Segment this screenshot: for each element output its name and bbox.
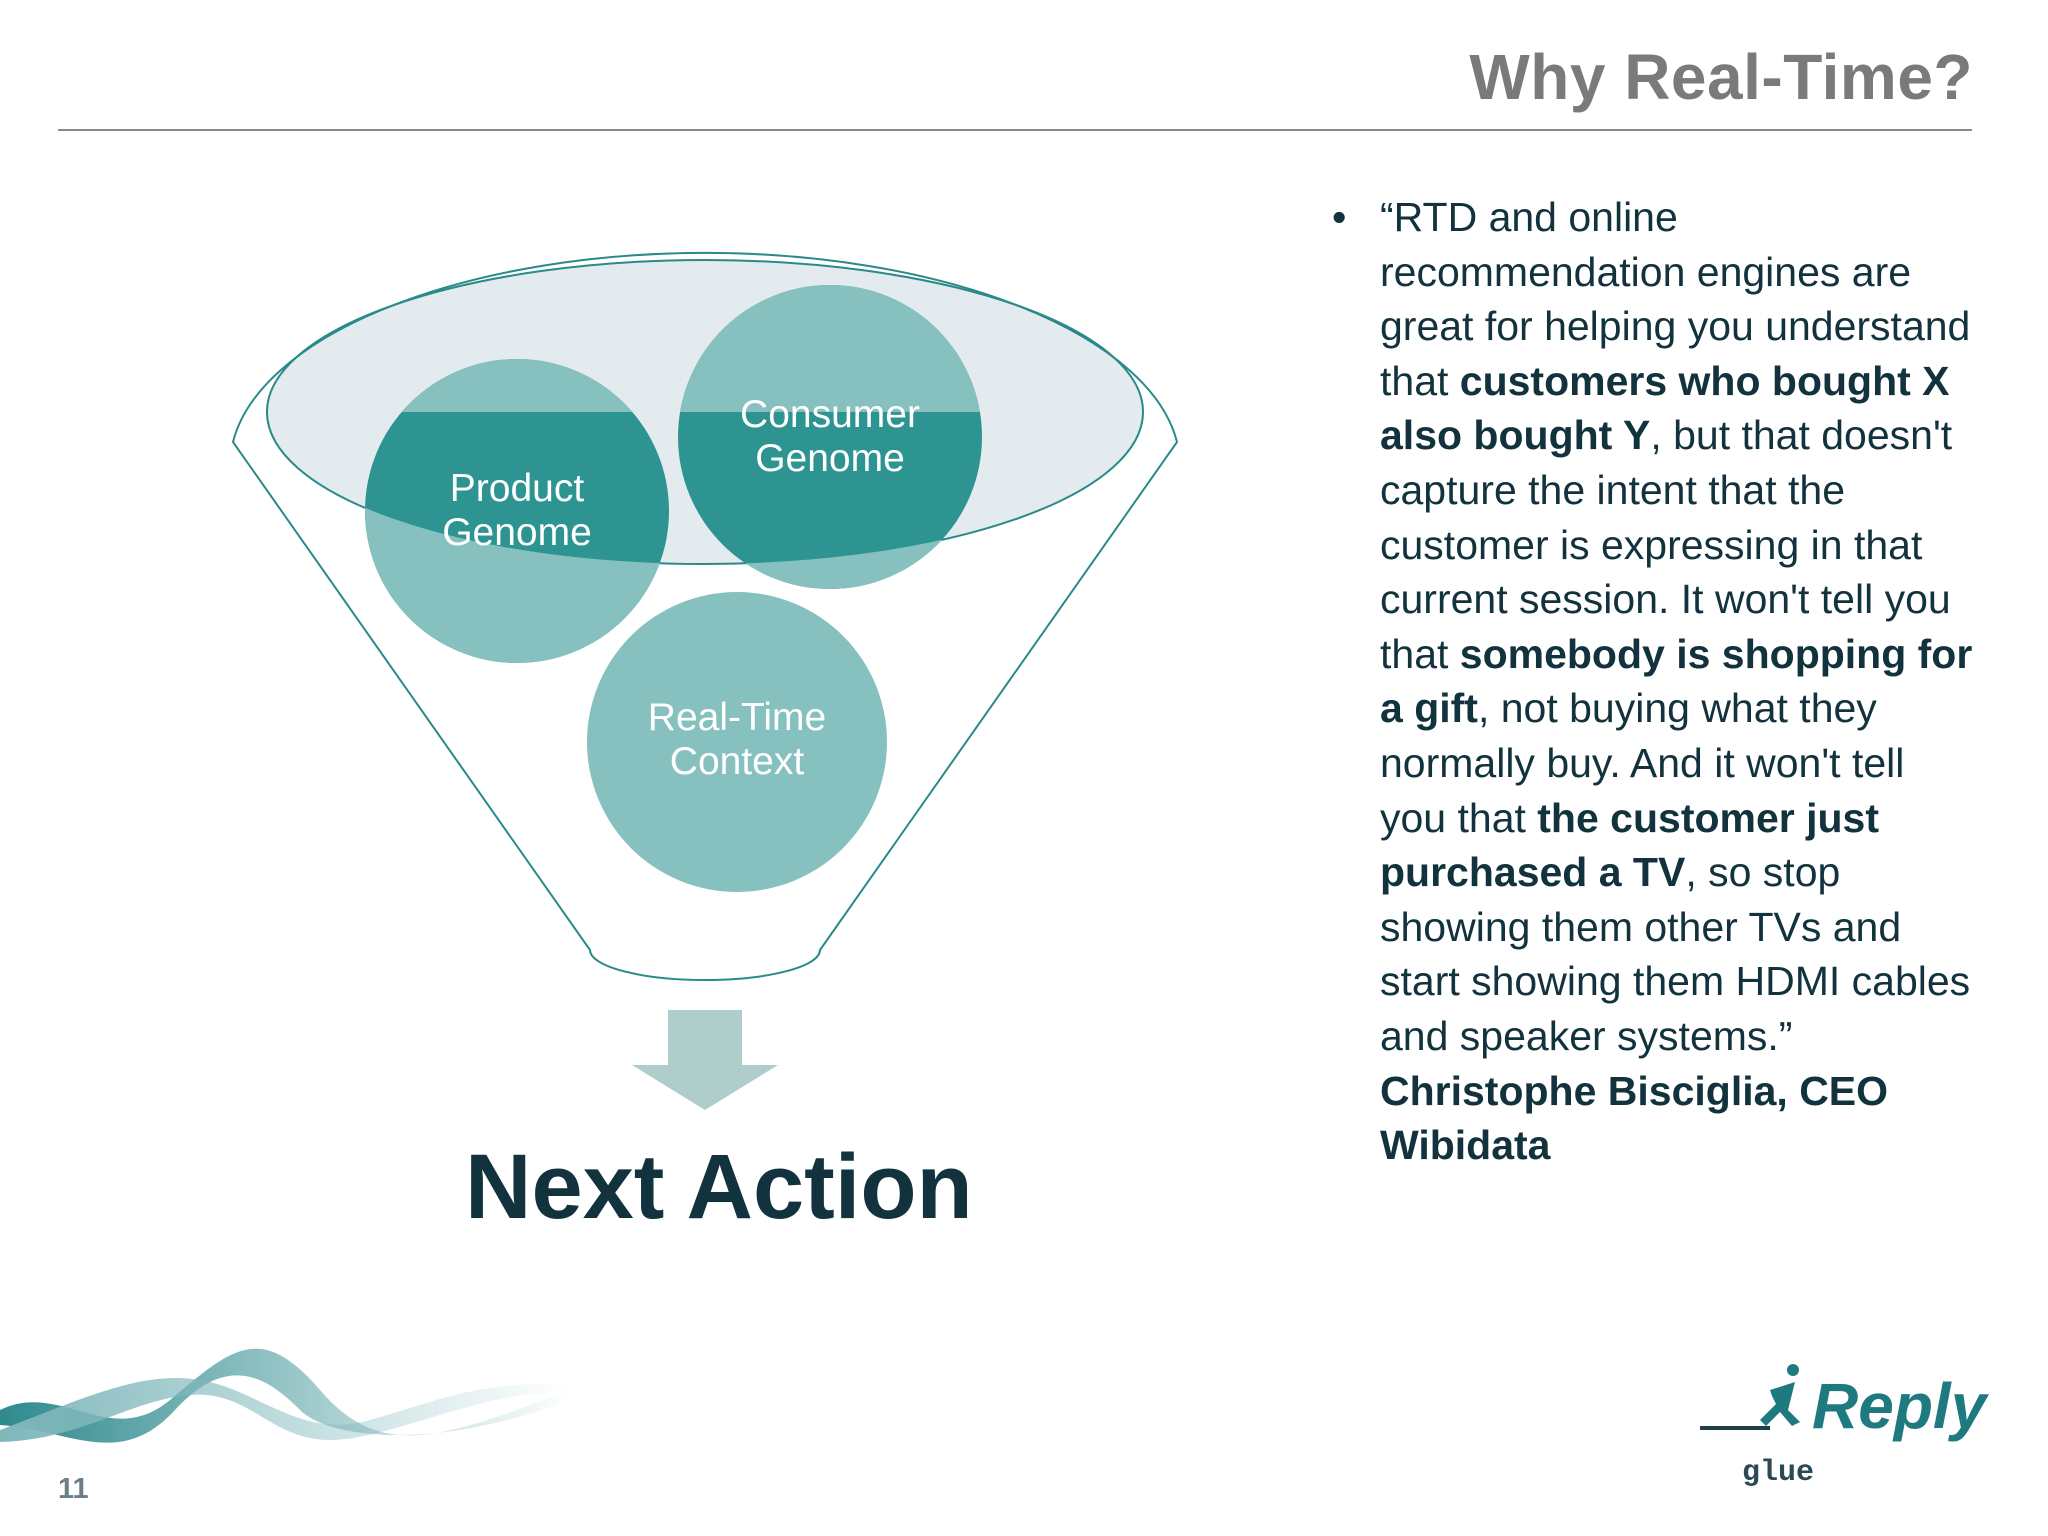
quote-emphasis-1: customers who bought X also bought Y [1380, 357, 1950, 459]
quote-text-3: , not buying what they normally buy. And… [1380, 685, 1905, 841]
logo-sub: glue [1742, 1456, 1814, 1490]
consumer-genome-label: Consumer Genome [740, 393, 920, 480]
page-number: 11 [58, 1473, 89, 1505]
next-action-label: Next Action [465, 1136, 973, 1238]
quote-bullet: • “RTD and online recommendation engines … [1332, 190, 1980, 1173]
logo-brand: Reply [1812, 1370, 1990, 1442]
quote-text-2: , but that doesn't capture the intent th… [1380, 412, 1953, 677]
title-divider [58, 129, 1972, 131]
bullet-dot: • [1332, 194, 1347, 240]
quote-emphasis-3: the customer just purchased a TV [1380, 794, 1880, 896]
funnel-diagram [231, 251, 1179, 1110]
product-genome-label: Product Genome [442, 467, 592, 554]
real-time-context-label: Real-Time Context [647, 696, 827, 783]
funnel-outline [231, 251, 1179, 981]
quote-attribution: Christophe Bisciglia, CEO Wibidata [1380, 1067, 1889, 1169]
decorative-waves [0, 1348, 570, 1443]
circle-real-time-context [587, 592, 887, 892]
reply-glue-logo: Reply glue [1700, 1364, 1990, 1490]
quote-text-1: “RTD and online recommendation engines a… [1380, 194, 1971, 404]
down-arrow-icon [632, 1010, 778, 1110]
quote-text-4: , so stop showing them other TVs and sta… [1380, 849, 1971, 1059]
slide-title: Why Real-Time? [1469, 41, 1973, 113]
quote-emphasis-2: somebody is shopping for a gift [1380, 630, 1973, 732]
